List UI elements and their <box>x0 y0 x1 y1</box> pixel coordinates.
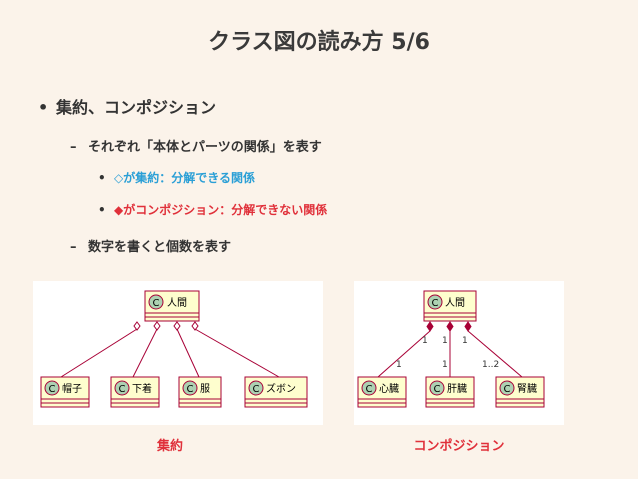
class-c-icon <box>429 380 445 396</box>
multiplicity-parent: 1 <box>422 336 428 346</box>
svg-text:C: C <box>153 298 160 309</box>
aggregation-diamonds <box>133 321 199 331</box>
sub-sub-bullet-composition: • ◆がコンポジション：分解できない関係 <box>98 201 327 218</box>
sub-bullet-text: それぞれ「本体とパーツの関係」を表す <box>88 140 322 155</box>
class-name: 人間 <box>445 297 465 309</box>
class-box-parent: C 人間 <box>423 290 477 322</box>
class-box-child: C 腎臓 <box>495 376 545 408</box>
multiplicity-child: 1 <box>442 360 448 370</box>
class-name: 帽子 <box>62 382 82 395</box>
class-c-icon <box>361 380 377 396</box>
composition-caption: コンポジション <box>413 439 505 454</box>
svg-text:C: C <box>49 384 56 395</box>
bullet-marker: • <box>38 98 49 117</box>
class-name: 人間 <box>167 297 187 309</box>
svg-text:C: C <box>434 384 441 395</box>
class-box-child: C ズボン <box>244 376 308 408</box>
class-name: 腎臓 <box>517 383 537 395</box>
class-box-parent: C 人間 <box>144 290 200 322</box>
multiplicity-parent: 1 <box>442 336 448 346</box>
sub-bullet-multiplicity: –数字を書くと個数を表す <box>70 236 231 255</box>
dash-marker: – <box>70 140 77 155</box>
svg-text:C: C <box>366 384 373 395</box>
aggregation-diagram: C 人間 C 帽子 C 下着 C 服 <box>33 281 323 425</box>
svg-text:C: C <box>187 384 194 395</box>
class-c-icon <box>427 294 443 310</box>
bullet-marker: • <box>98 171 106 185</box>
composition-lines <box>377 330 523 378</box>
bullet-level1: • 集約、コンポジション <box>38 94 216 118</box>
aggregation-lines <box>60 328 280 378</box>
class-c-icon <box>182 380 198 396</box>
class-box-child: C 心臓 <box>357 376 407 408</box>
class-c-icon <box>44 380 60 396</box>
svg-text:C: C <box>504 384 511 395</box>
sub-sub-bullet-aggregation: • ◇が集約：分解できる関係 <box>98 169 255 186</box>
class-name: ズボン <box>266 382 296 395</box>
dash-marker: – <box>70 240 77 255</box>
svg-text:C: C <box>119 384 126 395</box>
class-box-child: C 下着 <box>110 376 160 408</box>
slide-title: クラス図の読み方 5/6 <box>208 30 430 55</box>
multiplicity-child: 1..2 <box>482 360 499 370</box>
class-name: 肝臓 <box>447 383 467 395</box>
class-name: 下着 <box>132 382 152 395</box>
composition-diagram: C 人間 1 1 1 1 1 1..2 C 心臓 C 肝臓 <box>354 281 564 425</box>
bullet-marker: • <box>98 203 106 217</box>
svg-text:C: C <box>432 298 439 309</box>
aggregation-caption: 集約 <box>156 439 183 454</box>
class-name: 心臓 <box>379 383 399 395</box>
multiplicity-parent: 1 <box>462 336 468 346</box>
composition-diamonds <box>426 321 472 332</box>
multiplicity-child: 1 <box>396 360 402 370</box>
svg-text:C: C <box>253 384 260 395</box>
class-box-child: C 肝臓 <box>425 376 475 408</box>
class-c-icon <box>148 294 164 310</box>
class-name: 服 <box>200 383 210 395</box>
sub-bullet-text: 数字を書くと個数を表す <box>88 240 232 255</box>
class-c-icon <box>248 380 264 396</box>
sub-sub-bullet-text: ◆がコンポジション：分解できない関係 <box>114 203 328 217</box>
bullet-text: 集約、コンポジション <box>56 98 217 117</box>
class-box-child: C 服 <box>178 376 222 408</box>
sub-bullet-relationship: –それぞれ「本体とパーツの関係」を表す <box>70 136 322 155</box>
class-box-child: C 帽子 <box>40 376 90 408</box>
class-c-icon <box>114 380 130 396</box>
class-c-icon <box>499 380 515 396</box>
multiplicity-labels: 1 1 1 1 1 1..2 <box>396 336 499 370</box>
sub-sub-bullet-text: ◇が集約：分解できる関係 <box>114 171 255 185</box>
